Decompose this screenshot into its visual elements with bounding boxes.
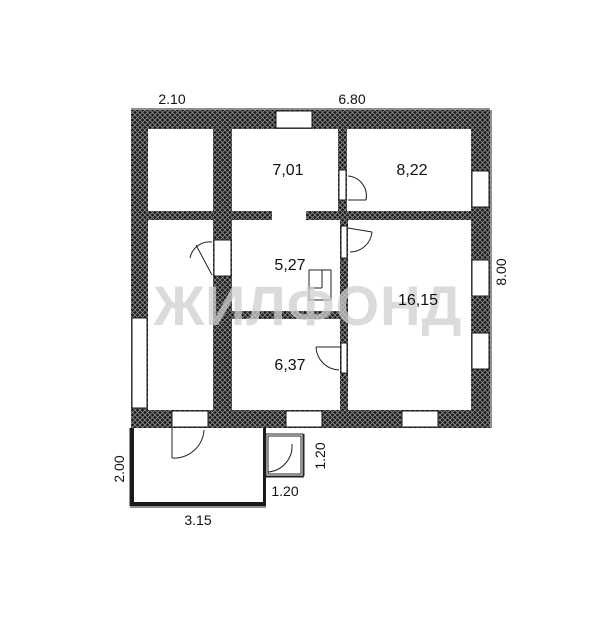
window-bottom-middle: [285, 410, 323, 428]
room-area-label: 6,37: [274, 357, 305, 374]
door-opening-lower: [340, 342, 348, 374]
window-right-middle: [471, 259, 490, 297]
room-area-label: 8,22: [396, 162, 427, 179]
room-area-label: 5,27: [274, 257, 305, 274]
dimension-label-porch-height: 2.00: [111, 455, 127, 482]
dimension-lines: [129, 108, 492, 508]
door-opening-hall: [213, 239, 232, 277]
room-labels: 7,01 8,22 5,27 16,15 6,37: [272, 162, 438, 374]
dimension-label-step-height: 1.20: [312, 442, 328, 469]
stairs-icon: [308, 269, 332, 301]
window-bottom-right: [401, 410, 439, 428]
dimension-label-top-right: 6.80: [338, 91, 365, 107]
door-opening-center: [340, 225, 348, 259]
window-right-lower: [471, 332, 490, 370]
dimension-label-porch-width: 3.15: [184, 512, 211, 528]
openings: [131, 110, 490, 428]
door-swings: [171, 175, 373, 459]
dimension-label-step-width: 1.20: [271, 483, 298, 499]
door-opening-porch: [171, 410, 209, 428]
window-left: [131, 317, 148, 409]
door-opening-room-right: [338, 169, 347, 201]
porch-walls: [130, 428, 266, 506]
window-right-upper: [471, 170, 490, 208]
dimension-labels: 2.10 6.80 8.00 2.00 3.15 1.20 1.20: [111, 91, 509, 528]
walls: [131, 110, 490, 428]
dimension-label-top-left: 2.10: [158, 91, 185, 107]
room-area-label: 16,15: [398, 292, 438, 309]
porch-step-icon: [265, 433, 304, 477]
window-top: [275, 110, 313, 129]
dimension-label-right: 8.00: [493, 258, 509, 285]
room-area-label: 7,01: [272, 162, 303, 179]
watermark: ЖИЛФОНД: [153, 274, 463, 337]
